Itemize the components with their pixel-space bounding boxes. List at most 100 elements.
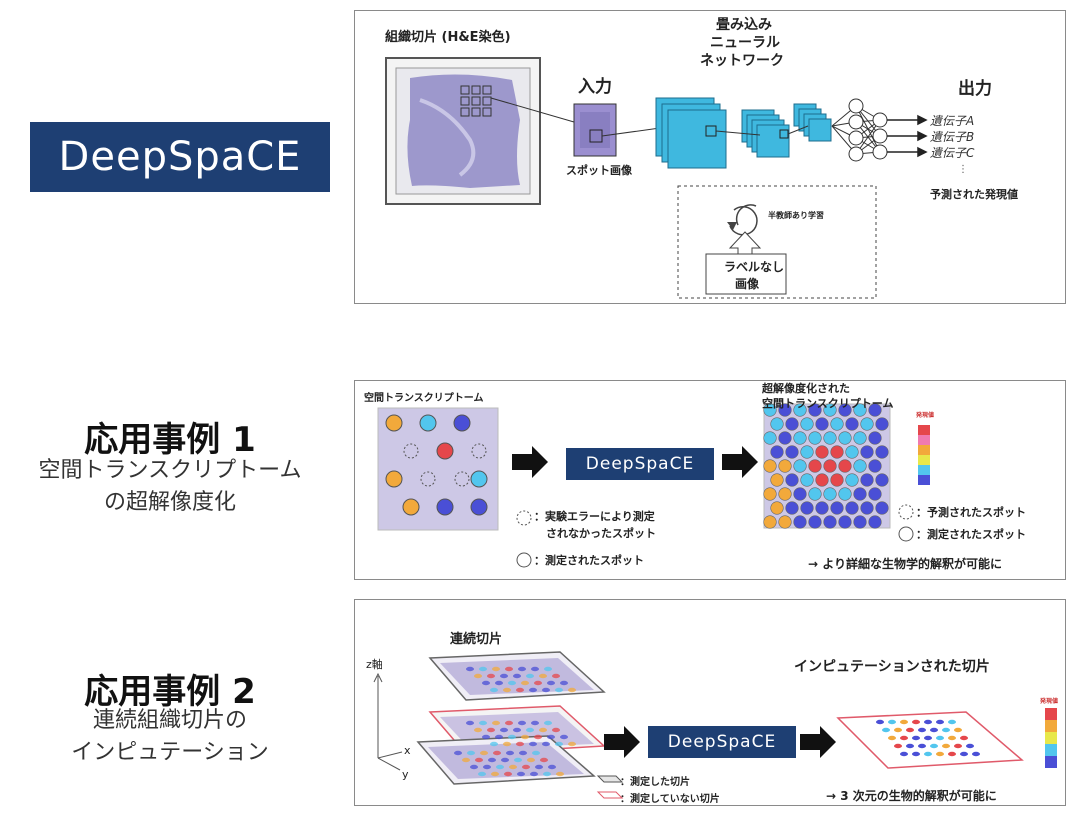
super-resolved-spot xyxy=(770,501,784,515)
section-spot xyxy=(543,771,551,777)
section-spot xyxy=(509,764,517,770)
imputed-spot xyxy=(948,719,956,725)
super-resolved-spot xyxy=(785,417,799,431)
imputed-spot xyxy=(930,727,938,733)
super-resolved-spot xyxy=(860,473,874,487)
super-resolved-spot xyxy=(853,431,867,445)
section-spot xyxy=(522,764,530,770)
imputed-spot xyxy=(888,719,896,725)
super-resolved-spot xyxy=(838,403,852,417)
unlabeled-image-line1: ラベルなし xyxy=(724,260,785,274)
super-resolved-spot xyxy=(785,473,799,487)
section-spot xyxy=(482,680,490,686)
section-spot xyxy=(568,741,576,747)
section-spot xyxy=(500,727,508,733)
section-spot xyxy=(480,750,488,756)
section-spot xyxy=(470,764,478,770)
unlabeled-image-line2: 画像 xyxy=(735,277,760,291)
imputed-spot xyxy=(912,719,920,725)
super-resolved-spot xyxy=(763,487,777,501)
imputed-spot xyxy=(942,727,950,733)
super-resolved-spot xyxy=(815,473,829,487)
section-spot xyxy=(542,687,550,693)
imputed-spot xyxy=(882,727,890,733)
super-resolved-spot xyxy=(793,459,807,473)
imputed-spot-dots xyxy=(876,719,980,757)
imputed-spot xyxy=(918,727,926,733)
imputed-spot xyxy=(948,735,956,741)
imputed-spot xyxy=(894,727,902,733)
section-spot xyxy=(467,750,475,756)
imputed-section-label: インピュテーションされた切片 xyxy=(794,659,990,675)
super-resolved-spot xyxy=(823,403,837,417)
gene-a-label: 遺伝子A xyxy=(930,114,975,128)
super-resolved-spot xyxy=(800,445,814,459)
section-spot xyxy=(556,771,564,777)
section-spot xyxy=(487,727,495,733)
section-spot xyxy=(495,680,503,686)
super-resolved-spot xyxy=(763,515,777,529)
section-spot xyxy=(488,757,496,763)
super-resolved-spot-grid xyxy=(763,403,891,529)
section-spot xyxy=(492,720,500,726)
super-resolved-spot xyxy=(778,403,792,417)
z-axis-label: z軸 xyxy=(366,658,383,671)
section-spot xyxy=(500,673,508,679)
super-resolved-spot xyxy=(830,445,844,459)
super-resolved-spot xyxy=(793,487,807,501)
deepspace-logo-text: DeepSpaCE xyxy=(58,134,302,180)
section-spot xyxy=(526,673,534,679)
measured-spot-legend-right: ：測定されたスポット xyxy=(916,528,1026,541)
imputed-spot xyxy=(954,743,962,749)
super-resolved-spot xyxy=(838,431,852,445)
section-spot xyxy=(521,680,529,686)
imputed-spot xyxy=(900,735,908,741)
super-resolved-spot xyxy=(763,459,777,473)
deepspace-button-case2-text: DeepSpaCE xyxy=(667,732,777,752)
super-resolved-spot xyxy=(770,473,784,487)
imputed-spot xyxy=(936,719,944,725)
super-resolved-spot xyxy=(838,487,852,501)
super-resolved-spot xyxy=(808,459,822,473)
super-resolved-spot xyxy=(815,501,829,515)
section-spot xyxy=(548,764,556,770)
section-spot xyxy=(555,687,563,693)
svg-text:⋮: ⋮ xyxy=(958,164,968,175)
super-resolved-spot xyxy=(845,473,859,487)
expression-scale-label: 発現値 xyxy=(916,412,935,419)
imputed-spot xyxy=(954,727,962,733)
section-spot xyxy=(560,734,568,740)
section-spot xyxy=(496,764,504,770)
super-resolved-spot xyxy=(823,487,837,501)
imputed-spot xyxy=(960,751,968,757)
imputed-spot xyxy=(876,719,884,725)
predicted-spot-legend: ：予測されたスポット xyxy=(916,506,1026,519)
section-spot xyxy=(474,727,482,733)
super-resolved-spot xyxy=(823,431,837,445)
super-resolved-spot xyxy=(808,403,822,417)
imputed-spot xyxy=(972,751,980,757)
section-spot xyxy=(529,687,537,693)
section-spot xyxy=(521,734,529,740)
imputed-spot xyxy=(966,743,974,749)
imputed-spot xyxy=(900,719,908,725)
section-spot xyxy=(519,750,527,756)
section-spot xyxy=(527,757,535,763)
section-spot xyxy=(518,666,526,672)
super-resolved-spot xyxy=(778,459,792,473)
super-resolved-spot xyxy=(763,431,777,445)
super-resolved-spot xyxy=(875,445,889,459)
section-spot xyxy=(504,771,512,777)
section-spot xyxy=(552,673,560,679)
section-spot xyxy=(539,727,547,733)
gene-b-label: 遺伝子B xyxy=(930,130,975,144)
section-spot xyxy=(479,720,487,726)
section-spot xyxy=(462,757,470,763)
section-spot xyxy=(466,666,474,672)
imputed-spot xyxy=(930,743,938,749)
spatial-transcriptome-label: 空間トランスクリプトーム xyxy=(364,393,484,404)
super-resolved-spot xyxy=(875,501,889,515)
